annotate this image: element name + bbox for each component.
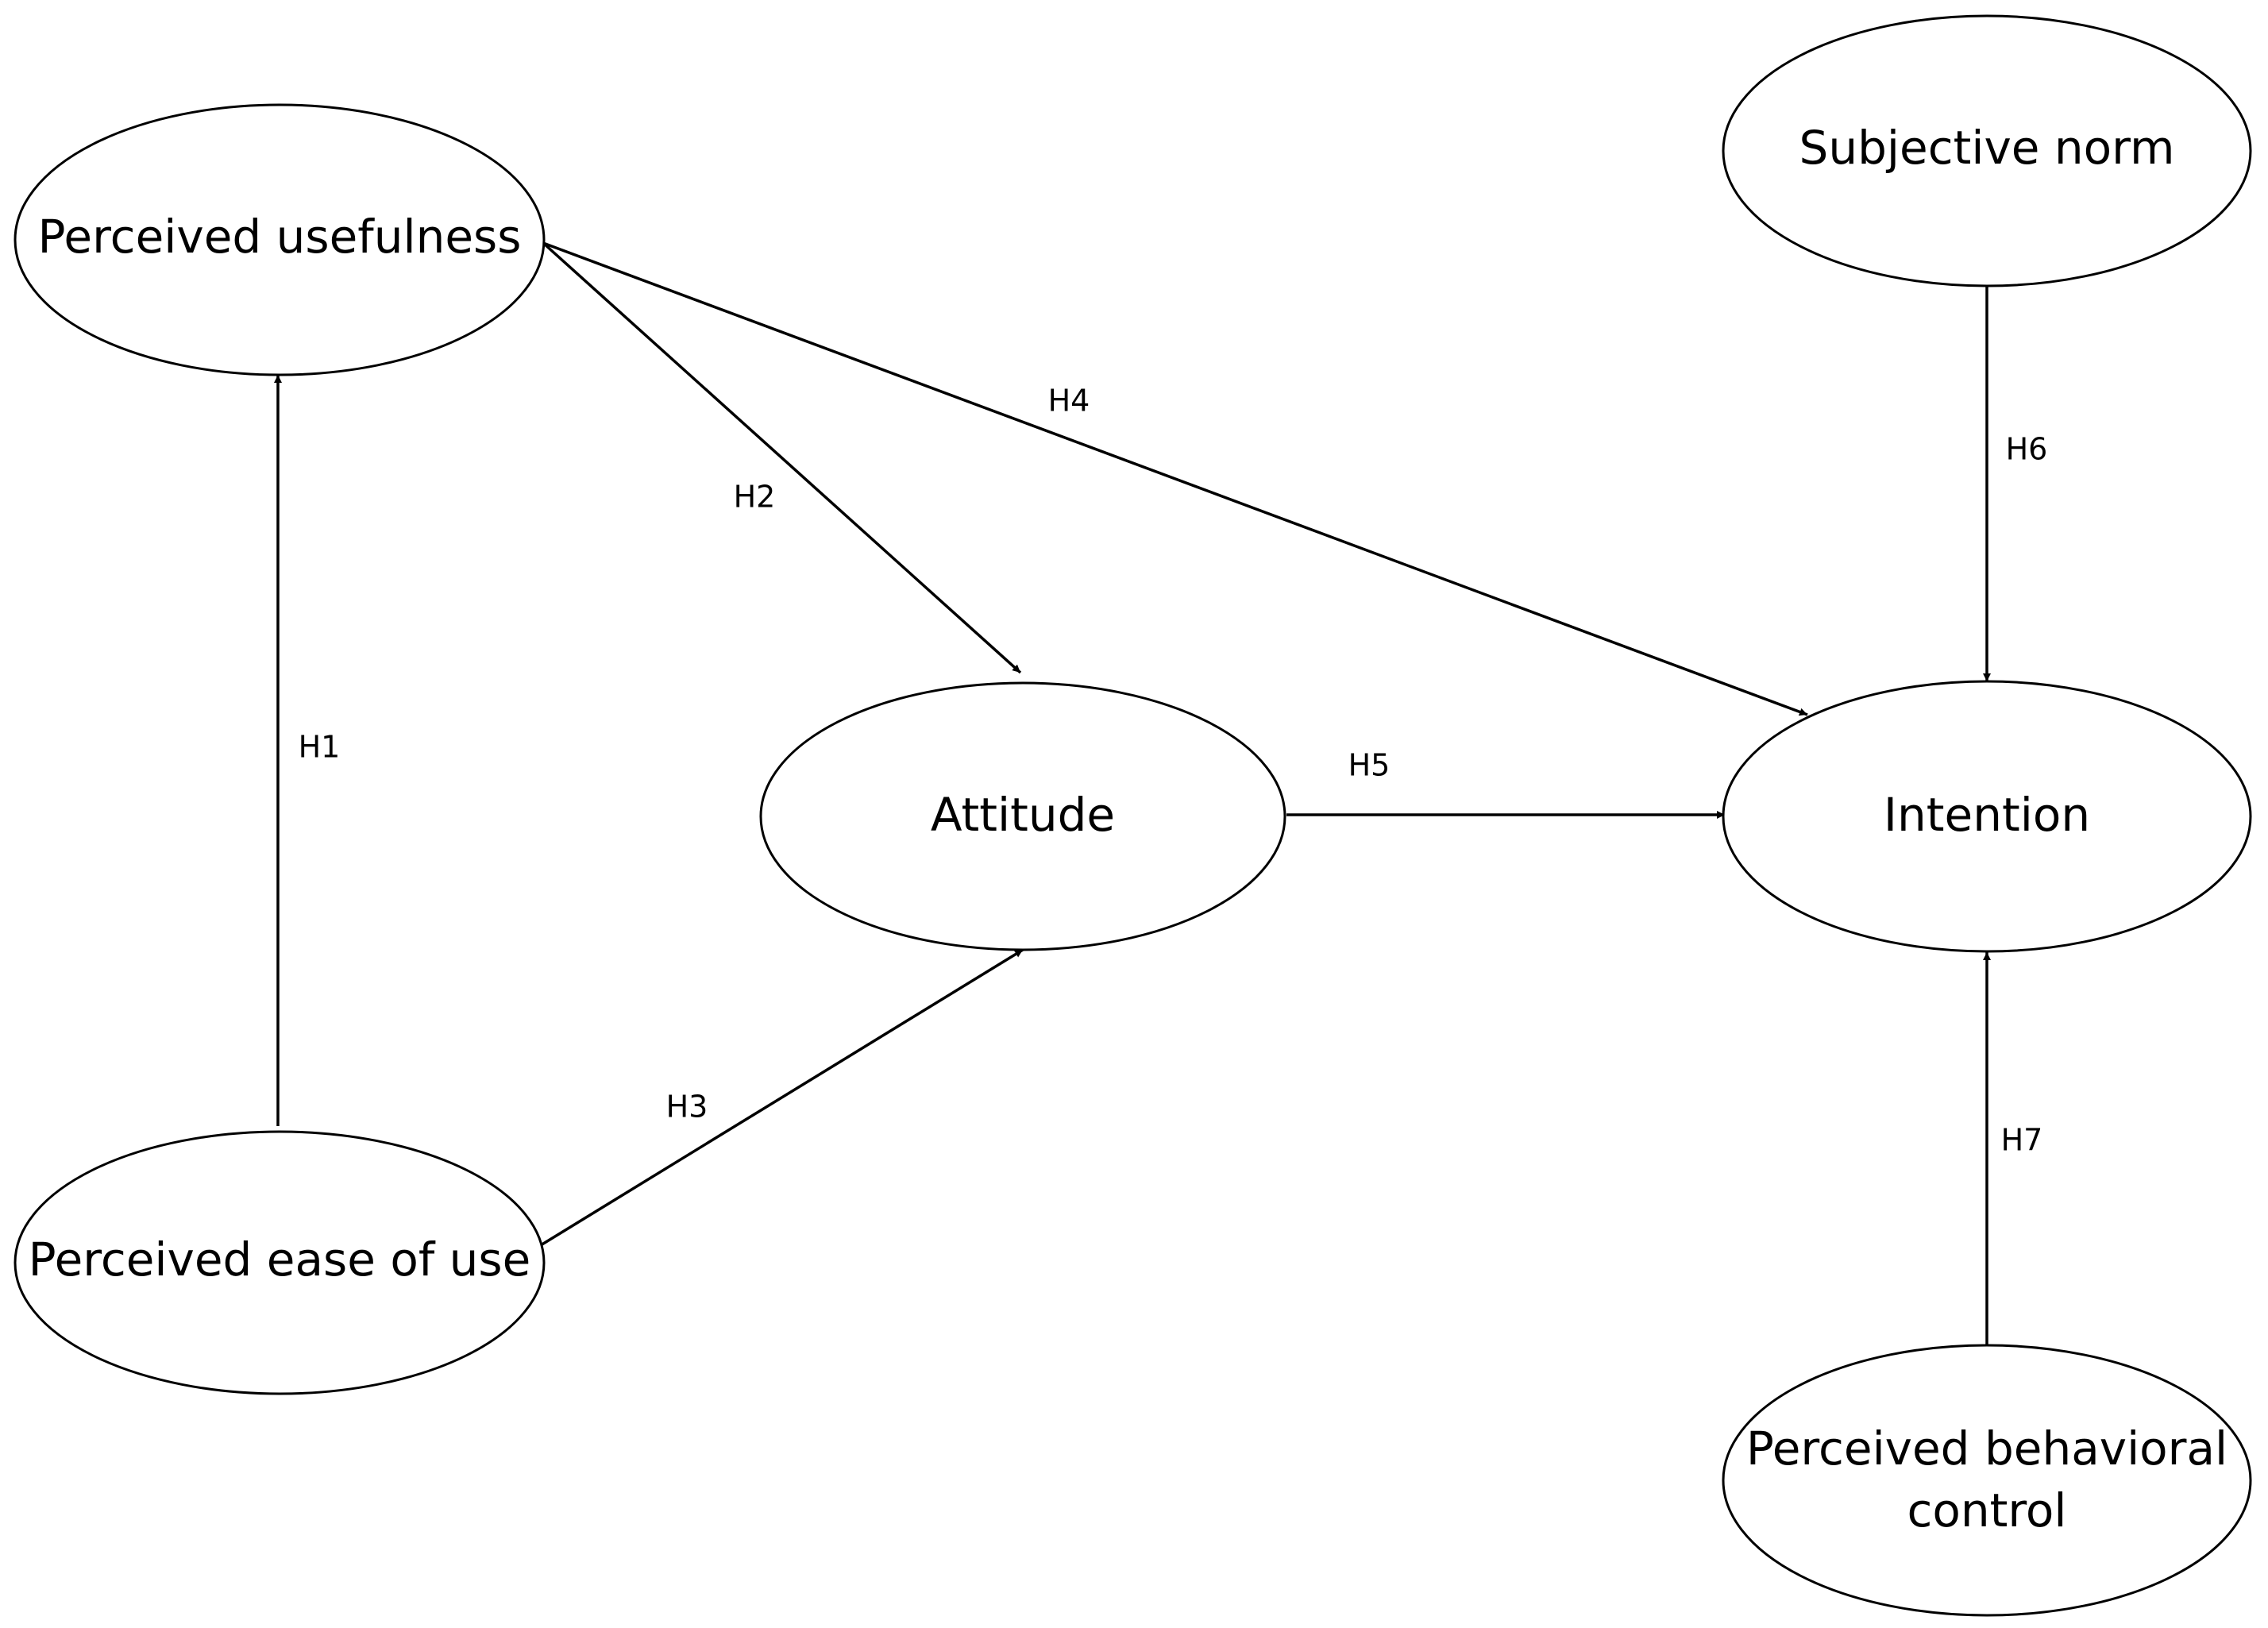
edge-h7-label: H7 [2001, 1123, 2043, 1158]
node-perceived-behavioral-control-label-line1: Perceived behavioral [1746, 1422, 2228, 1476]
node-perceived-behavioral-control-ellipse [1722, 1344, 2252, 1617]
node-perceived-ease-of-use: Perceived ease of use [14, 1130, 546, 1395]
node-perceived-ease-of-use-label: Perceived ease of use [29, 1233, 531, 1287]
node-perceived-behavioral-control: Perceived behavioral control [1722, 1344, 2252, 1617]
node-perceived-ease-of-use-ellipse [14, 1130, 546, 1395]
node-intention: Intention [1722, 680, 2252, 953]
node-subjective-norm: Subjective norm [1722, 14, 2252, 287]
edge-h6: H6 [1983, 284, 2048, 681]
node-subjective-norm-label: Subjective norm [1799, 121, 2175, 175]
node-attitude-label: Attitude [931, 788, 1115, 842]
node-intention-ellipse [1722, 680, 2252, 953]
edge-h4: H4 [542, 241, 1808, 716]
node-intention-label: Intention [1884, 788, 2090, 842]
node-perceived-usefulness-label: Perceived usefulness [38, 210, 522, 264]
edge-h6-label: H6 [2006, 432, 2048, 467]
edge-h4-line [542, 241, 1808, 716]
edge-h2-label: H2 [734, 480, 776, 515]
edges: H1 H2 H3 H4 H5 H6 H7 [274, 241, 2048, 1346]
edge-h1-label: H1 [299, 730, 341, 765]
edge-h3: H3 [536, 948, 1024, 1249]
edge-h3-label: H3 [666, 1090, 708, 1125]
edge-h2: H2 [542, 241, 1022, 674]
node-attitude-ellipse [759, 681, 1286, 951]
node-perceived-behavioral-control-label-line2: control [1907, 1483, 2066, 1537]
nodes: Perceived usefulness Perceived ease of u… [14, 14, 2252, 1617]
node-perceived-usefulness: Perceived usefulness [14, 103, 546, 376]
edge-h5-label: H5 [1348, 748, 1390, 783]
node-attitude: Attitude [759, 681, 1286, 951]
edge-h5: H5 [1286, 748, 1725, 819]
node-perceived-usefulness-ellipse [14, 103, 546, 376]
edge-h7: H7 [1983, 952, 2043, 1346]
node-subjective-norm-ellipse [1722, 14, 2252, 287]
edge-h1: H1 [274, 375, 341, 1126]
edge-h4-label: H4 [1048, 384, 1090, 419]
edge-h3-line [536, 948, 1024, 1249]
edge-h2-line [542, 241, 1022, 674]
